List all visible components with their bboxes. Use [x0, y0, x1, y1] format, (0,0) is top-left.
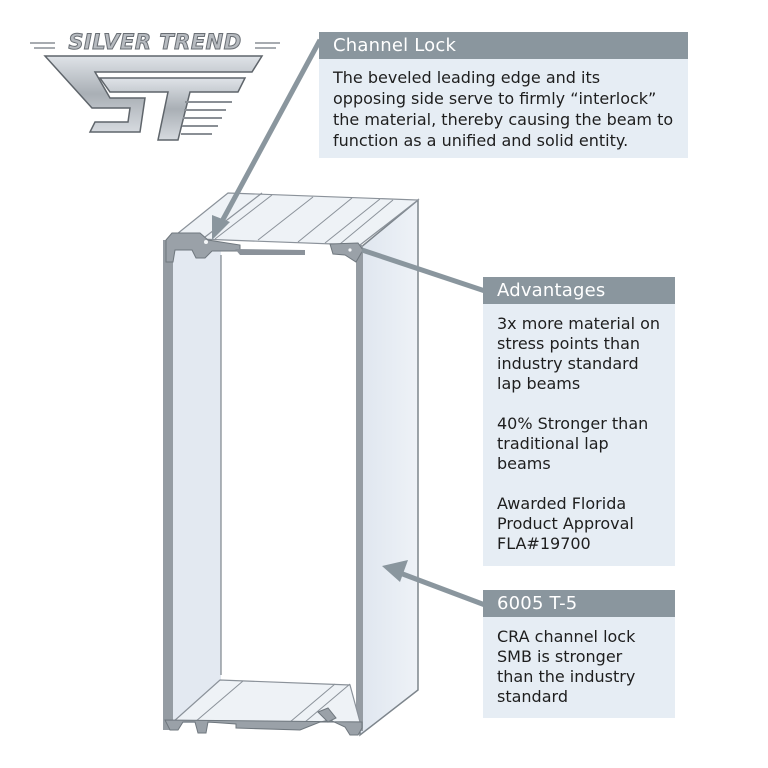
channel-lock-profile-bottom: [164, 707, 363, 736]
arrow-advantages: [361, 247, 486, 294]
arrow-6005: [382, 560, 486, 608]
arrow-channel-lock: [212, 38, 323, 240]
callout-title: 6005 T-5: [483, 590, 675, 617]
beam-right-face: [359, 198, 419, 737]
callout-6005-t5: 6005 T-5 CRA channel lock SMB is stronge…: [483, 590, 675, 718]
beam-left-wall: [163, 240, 363, 731]
callout-title: Advantages: [483, 277, 675, 304]
callout-body: The beveled leading edge and its opposin…: [319, 59, 688, 163]
silver-trend-logo-text: SILVER TREND: [68, 30, 242, 55]
beam-top-flange: [170, 192, 420, 246]
callout-paragraph: 40% Stronger than traditional lap beams: [497, 414, 649, 473]
beam-bottom-flange: [171, 679, 361, 723]
callout-channel-lock: Channel Lock The beveled leading edge an…: [319, 32, 688, 158]
callout-paragraph: The beveled leading edge and its opposin…: [333, 68, 674, 150]
callout-paragraph: CRA channel lock SMB is stronger than th…: [497, 627, 636, 706]
callout-advantages: Advantages 3x more material on stress po…: [483, 277, 675, 566]
callout-body: CRA channel lock SMB is stronger than th…: [483, 617, 675, 719]
channel-lock-profile-top: [165, 232, 364, 263]
callout-paragraph: 3x more material on stress points than i…: [497, 314, 661, 393]
callout-body: 3x more material on stress points than i…: [483, 304, 675, 566]
silver-trend-logo-monogram: [30, 42, 280, 141]
callout-title: Channel Lock: [319, 32, 688, 59]
callout-paragraph: Awarded Florida Product Approval FLA#197…: [497, 494, 634, 553]
